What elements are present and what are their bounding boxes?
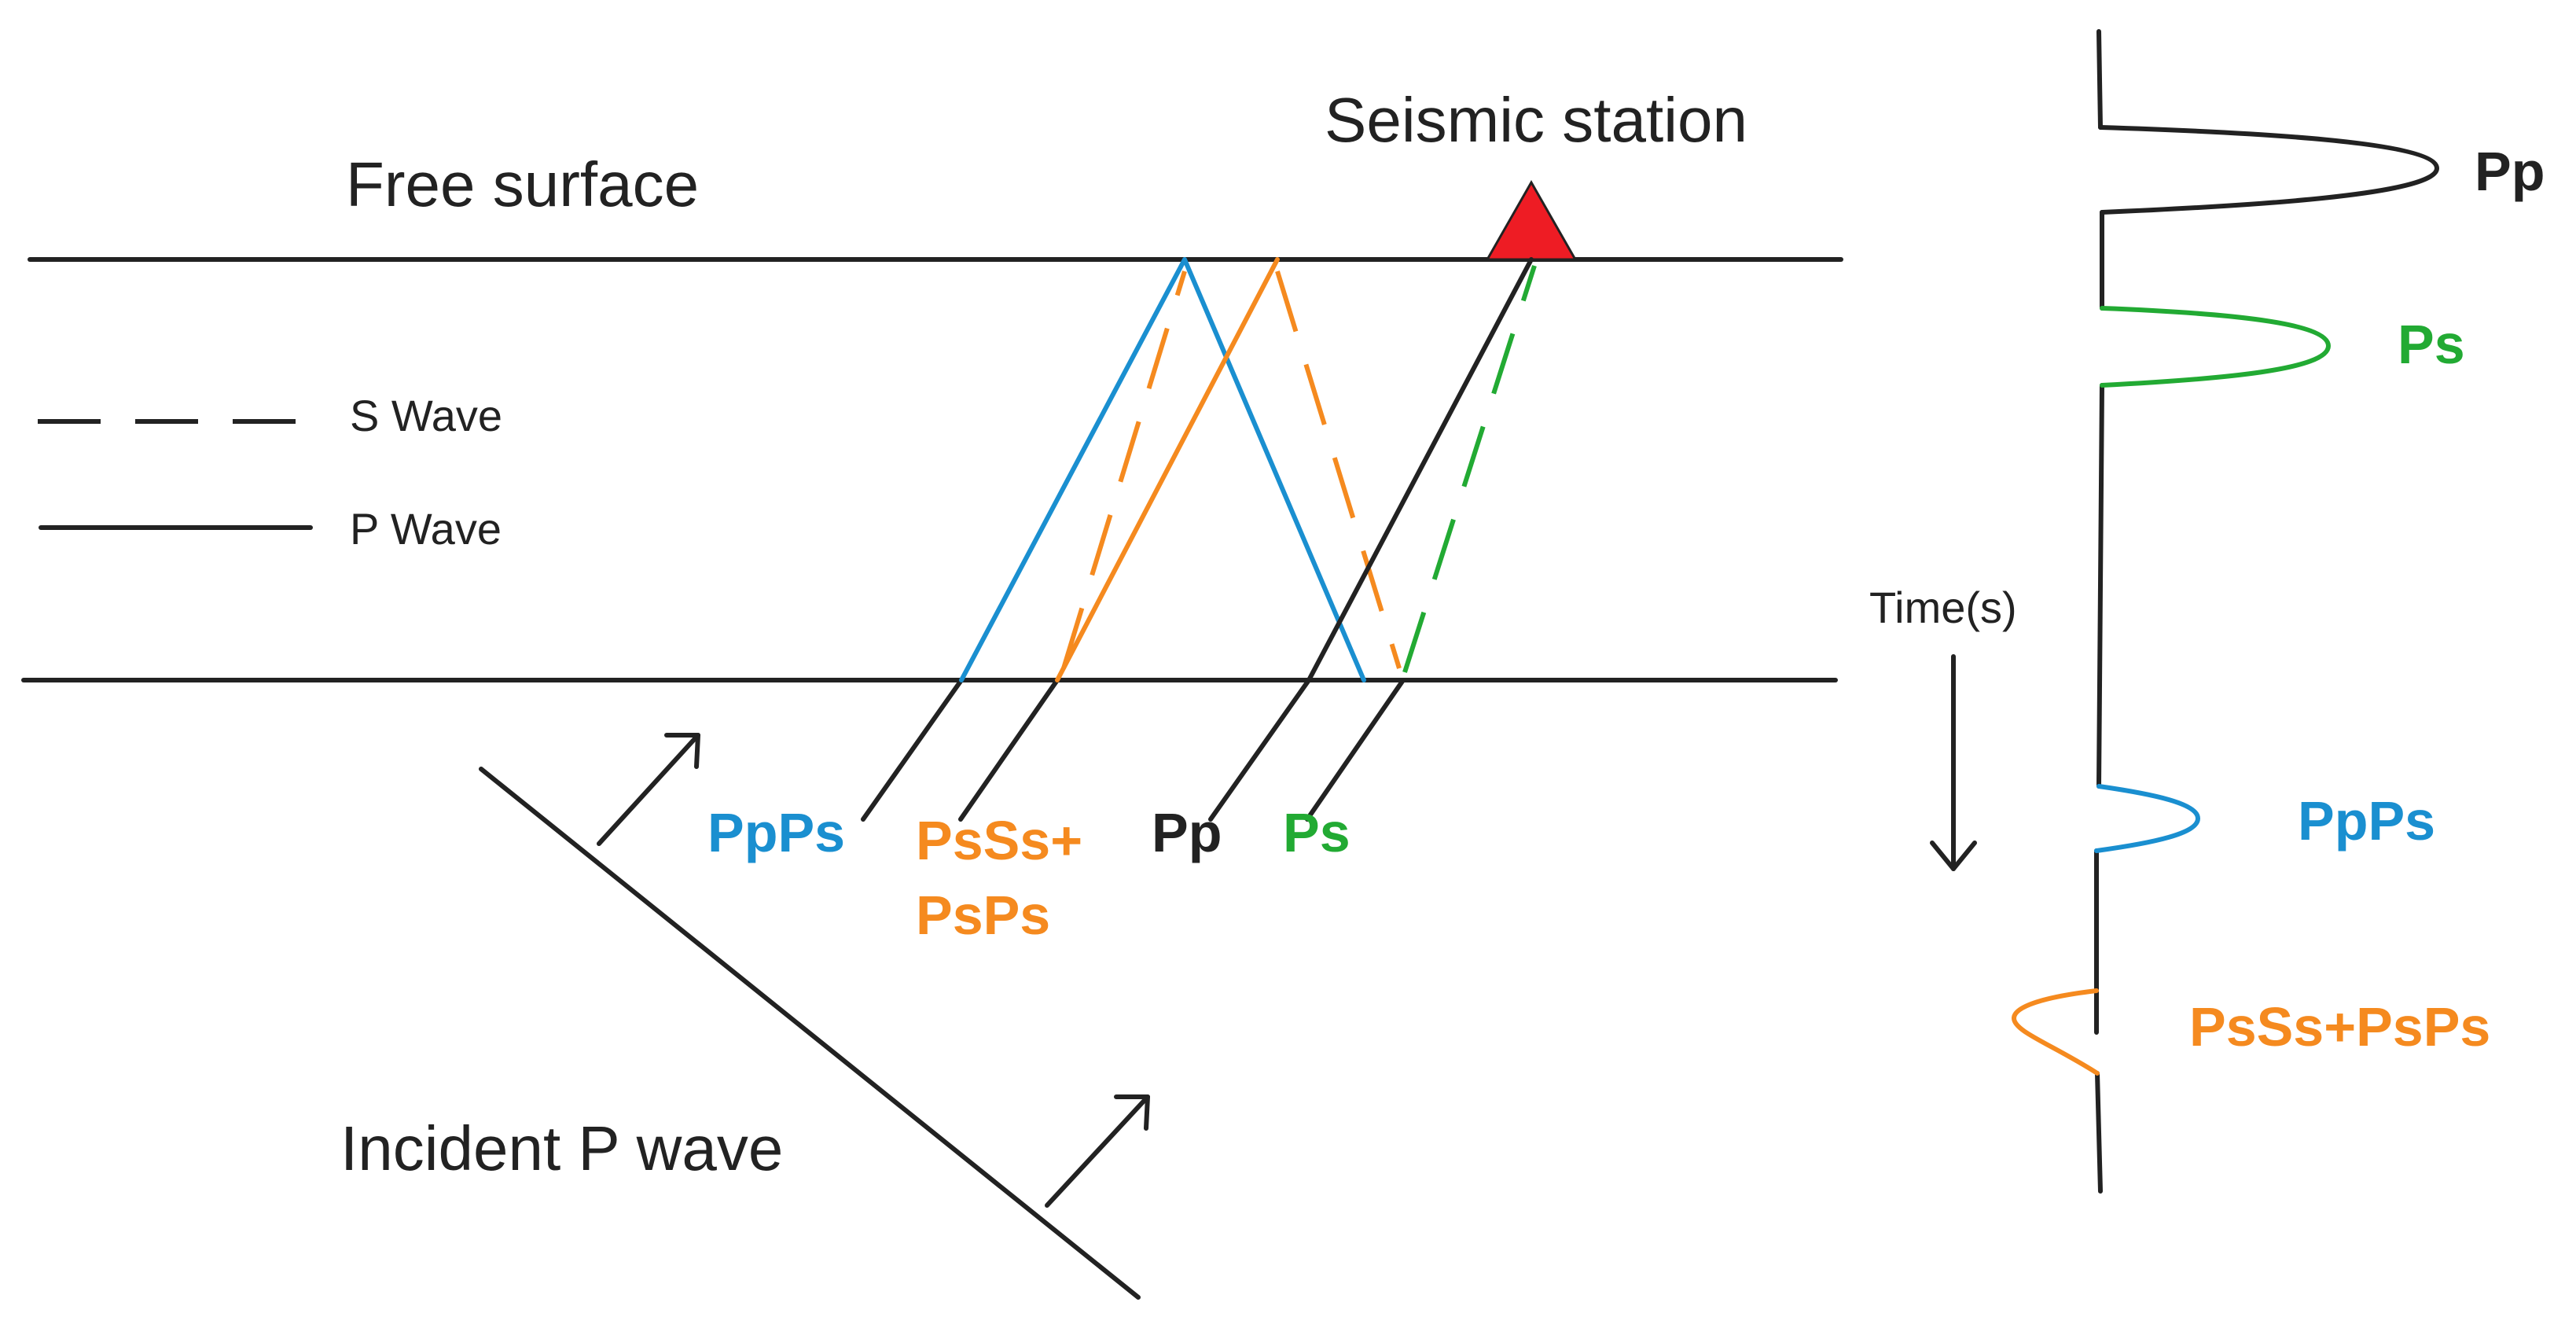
incident-wavefront [479, 767, 1141, 1300]
incident-arrow-lower-shaft [1045, 1094, 1150, 1208]
free-surface-label: Free surface [346, 149, 699, 219]
ray-path-ppps [959, 257, 1366, 682]
ray-label-psss-line2: PsPs [916, 885, 1050, 946]
trace-pulse-ps [2100, 306, 2331, 388]
ray-leg-pp [1208, 678, 1311, 822]
ray-path-psss-s-up [1061, 270, 1187, 669]
trace-baseline [2094, 29, 2104, 1194]
incident-p-wave-label: Incident P wave [340, 1113, 783, 1183]
seismic-station-label: Seismic station [1325, 85, 1747, 155]
time-arrow-head [1930, 841, 1977, 871]
trace-label-pp: Pp [2475, 141, 2545, 202]
trace-label-pssspsps: PsSs+PsPs [2189, 996, 2490, 1058]
trace-label-ppps: PpPs [2298, 790, 2435, 852]
ray-path-psss-s-down [1275, 270, 1402, 669]
incident-arrow-lower-head [1114, 1094, 1150, 1131]
trace-pulse-pp [2098, 125, 2439, 215]
time-axis-label: Time(s) [1869, 583, 2017, 632]
ray-leg-ppps [861, 678, 964, 822]
incident-arrow-upper-shaft [597, 733, 700, 846]
ray-label-pp: Pp [1152, 802, 1222, 863]
trace-pulse-pssspsps [2012, 988, 2100, 1076]
incident-arrow-upper-head [664, 733, 700, 769]
ray-label-psss-line1: PsSs+ [916, 810, 1082, 871]
p-wave-legend-label: P Wave [350, 504, 502, 554]
ray-path-ps [1402, 265, 1537, 673]
ray-leg-ps [1305, 678, 1406, 822]
ray-path-pspps-p-up [1055, 257, 1280, 682]
ray-leg-psss [958, 678, 1060, 822]
trace-pulse-ppps [2094, 784, 2200, 853]
s-wave-legend-label: S Wave [350, 391, 502, 440]
ray-path-pp [1306, 257, 1534, 682]
ray-label-ppps: PpPs [707, 802, 845, 863]
trace-label-ps: Ps [2398, 314, 2465, 375]
ray-label-ps: Ps [1283, 802, 1350, 863]
seismic-station-icon [1485, 179, 1578, 261]
